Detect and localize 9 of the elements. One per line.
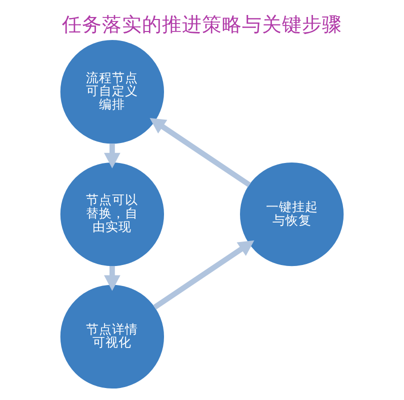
arrow <box>104 144 120 168</box>
node-circle: 流程节点可自定义编排 <box>60 40 164 144</box>
arrow <box>153 240 254 310</box>
arrow <box>104 266 120 291</box>
arrow <box>150 118 251 188</box>
diagram-title: 任务落实的推进策略与关键步骤 <box>62 13 342 36</box>
node-circle: 一键挂起与恢复 <box>240 162 344 266</box>
node-circle: 节点可以替换，自由实现 <box>60 162 164 266</box>
node-circle: 节点详情可视化 <box>60 284 164 389</box>
